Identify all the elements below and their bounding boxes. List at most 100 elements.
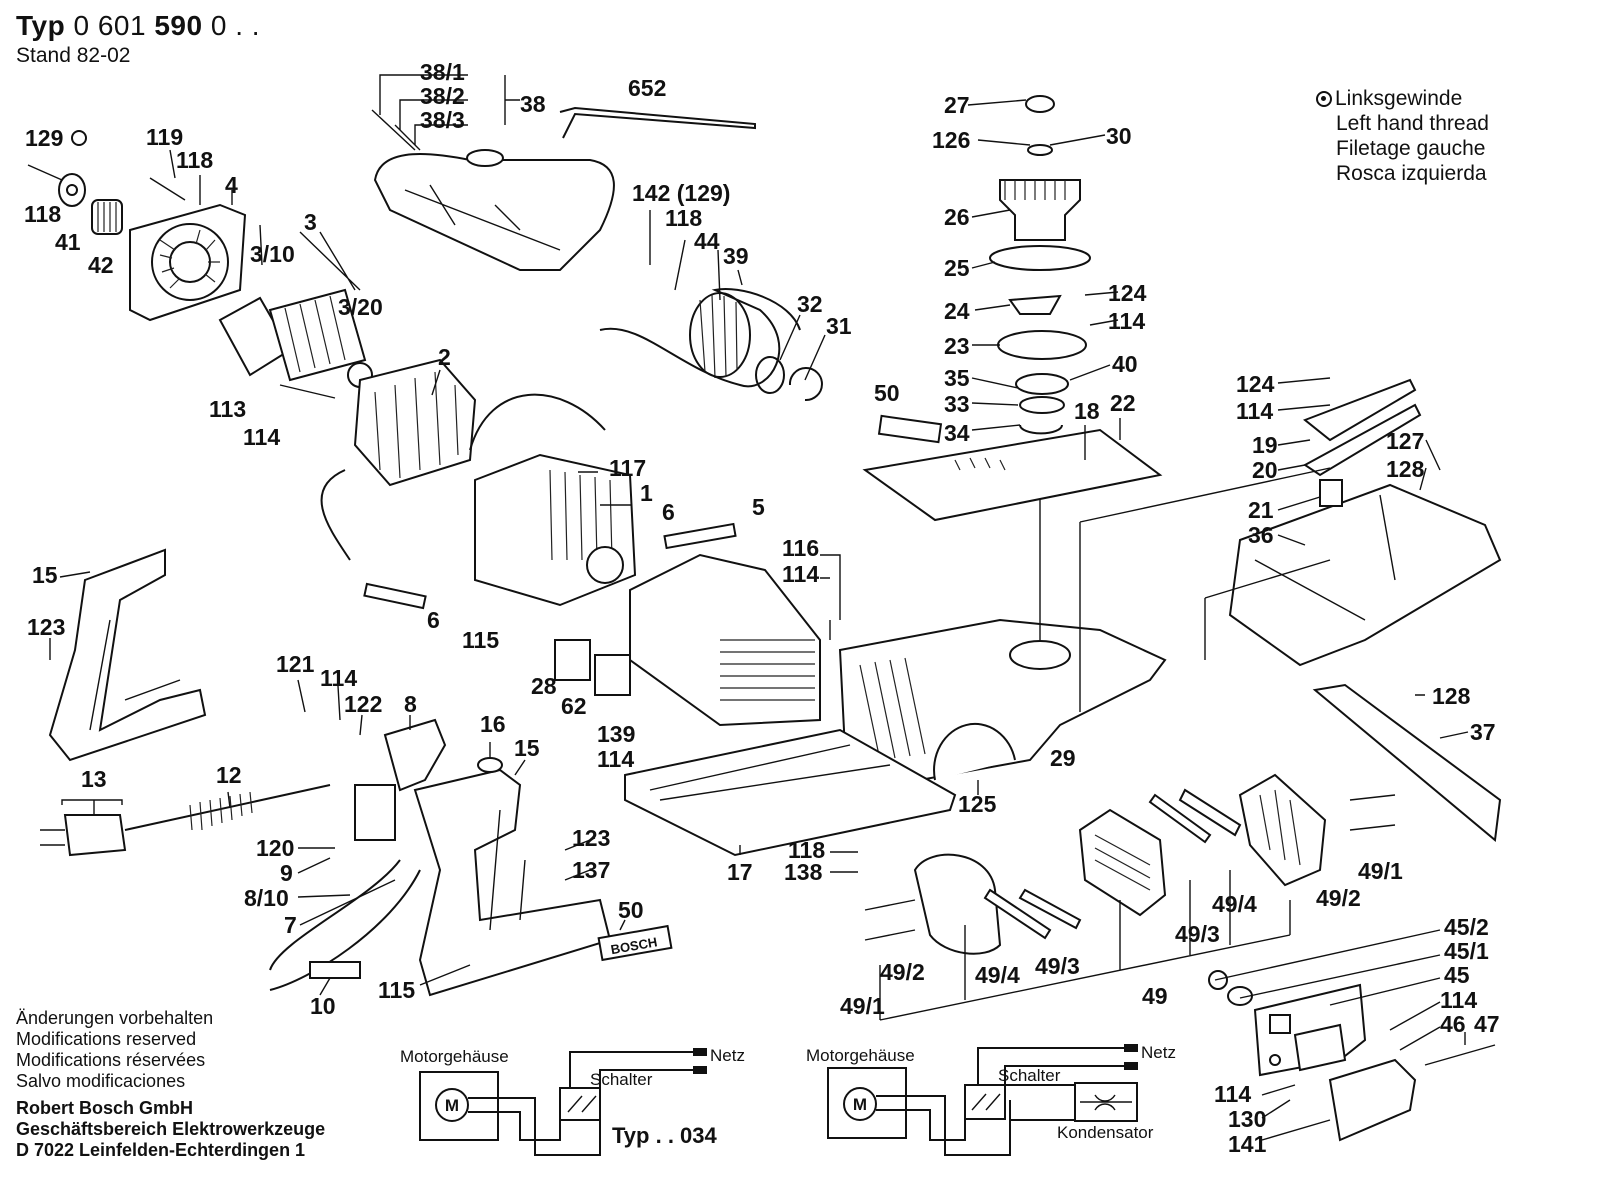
part-label: 123 xyxy=(572,825,610,851)
screw-119 xyxy=(149,177,186,201)
part-label: 23 xyxy=(944,333,970,359)
field-stator xyxy=(353,358,477,487)
part-label: 125 xyxy=(958,791,997,817)
screw-129 xyxy=(27,164,63,181)
part-label: 45/2 xyxy=(1444,914,1489,940)
part-label: 114 xyxy=(1214,1081,1251,1107)
part-label: 24 xyxy=(944,298,970,324)
part-label: 126 xyxy=(932,127,970,153)
wiring-capacitor-label: Kondensator xyxy=(1057,1123,1154,1142)
part-label: 113 xyxy=(209,396,246,422)
screws-49-1 xyxy=(864,794,1396,941)
part-label: 35 xyxy=(944,365,970,391)
guard-2-ribs xyxy=(1259,789,1301,866)
fan-housing xyxy=(129,203,247,322)
part-label: 28 xyxy=(531,673,557,699)
part-label: 37 xyxy=(1470,719,1496,745)
wiring-left-switch-label: Schalter xyxy=(590,1070,653,1089)
handle-15-left xyxy=(48,548,207,762)
part-label: 119 xyxy=(146,124,183,150)
wiring-diagram-right: M xyxy=(827,1044,1138,1156)
part-label: 114 xyxy=(1236,398,1273,424)
screw-113 xyxy=(279,384,336,399)
part-label: 114 xyxy=(597,746,634,772)
part-label: 41 xyxy=(55,229,81,255)
part-label: 118 xyxy=(24,201,61,227)
mains-cord-12 xyxy=(40,784,331,857)
part-label: 15 xyxy=(32,562,58,588)
part-label: 139 xyxy=(597,721,635,747)
part-label: 142 (129) xyxy=(632,180,730,206)
blade-49-4b xyxy=(1178,788,1242,837)
label-62 xyxy=(594,654,631,696)
part-label: 141 xyxy=(1228,1131,1267,1157)
part-label: 6 xyxy=(427,607,440,633)
part-label: 114 xyxy=(1440,987,1477,1013)
part-label: 4 xyxy=(225,172,238,198)
guide-lines-49 xyxy=(879,870,1291,1021)
knob-26 xyxy=(999,179,1081,241)
revision-stand: Stand 82-02 xyxy=(16,44,131,67)
wiring-right-mains-label: Netz xyxy=(1141,1043,1176,1062)
dial-25 xyxy=(989,245,1091,271)
part-label: 129 xyxy=(25,125,63,151)
blade-49-3b xyxy=(1148,793,1212,844)
part-label: 49/1 xyxy=(1358,858,1403,884)
leader-lines xyxy=(49,74,1469,1141)
part-label: 17 xyxy=(727,859,753,885)
bracket-46 xyxy=(1328,1058,1417,1142)
part-label: 116 xyxy=(782,535,819,561)
part-label: 123 xyxy=(27,614,65,640)
part-label: 45 xyxy=(1444,962,1470,988)
part-label: 42 xyxy=(88,252,114,278)
part-label: 39 xyxy=(723,243,749,269)
part-label: 49/4 xyxy=(975,962,1020,988)
left-thread-marker-icon xyxy=(71,130,87,146)
cable-7b xyxy=(269,869,421,991)
type-number: Typ 0 601 590 0 . . xyxy=(16,10,261,41)
part-label: 114 xyxy=(1108,308,1145,334)
washer-41 xyxy=(58,173,86,207)
wiring-right-switch-label: Schalter xyxy=(998,1066,1061,1085)
part-label: 130 xyxy=(1228,1106,1266,1132)
part-label: 120 xyxy=(256,835,294,861)
brush-6 xyxy=(363,522,737,610)
part-label: 2 xyxy=(438,344,451,370)
part-label: 9 xyxy=(280,860,293,886)
part-label: 47 xyxy=(1474,1011,1500,1037)
stator-lead xyxy=(320,469,351,561)
part-label: 62 xyxy=(561,693,587,719)
wiring-left-motor-label: Motorgehäuse xyxy=(400,1047,509,1066)
part-label: 49/3 xyxy=(1035,953,1080,979)
part-label: 115 xyxy=(378,977,415,1003)
modifications-notice: Änderungen vorbehalten Modifications res… xyxy=(16,1008,214,1091)
part-label: 5 xyxy=(752,494,765,520)
belt-cover xyxy=(373,149,615,271)
pulley-44 xyxy=(689,292,785,394)
wiring-right-motor-label: Motorgehäuse xyxy=(806,1046,915,1065)
part-label: 49/4 xyxy=(1212,891,1257,917)
part-label: 25 xyxy=(944,255,970,281)
part-label: 49/2 xyxy=(1316,885,1361,911)
bearing-42 xyxy=(91,199,123,235)
part-label: 16 xyxy=(480,711,506,737)
part-label: 118 xyxy=(788,837,825,863)
hex-key-652 xyxy=(559,106,756,139)
part-label: 121 xyxy=(276,651,315,677)
part-label: 8 xyxy=(404,691,417,717)
switch-symbol xyxy=(559,1087,601,1121)
guide-line-29 xyxy=(1079,467,1331,712)
part-label: 38 xyxy=(520,91,546,117)
part-label: 49/1 xyxy=(840,993,885,1019)
part-label: 50 xyxy=(618,897,644,923)
washer-30 xyxy=(1027,144,1053,156)
ring-23 xyxy=(997,330,1087,360)
part-label: 46 xyxy=(1440,1011,1466,1037)
base-plate-17 xyxy=(624,728,957,857)
part-label: 6 xyxy=(662,499,675,525)
thread-legend: Linksgewinde Left hand thread Filetage g… xyxy=(1316,86,1489,186)
part-label: 50 xyxy=(874,380,900,406)
part-label: 44 xyxy=(694,228,720,254)
button-16 xyxy=(477,757,503,773)
part-label: 32 xyxy=(797,291,823,317)
